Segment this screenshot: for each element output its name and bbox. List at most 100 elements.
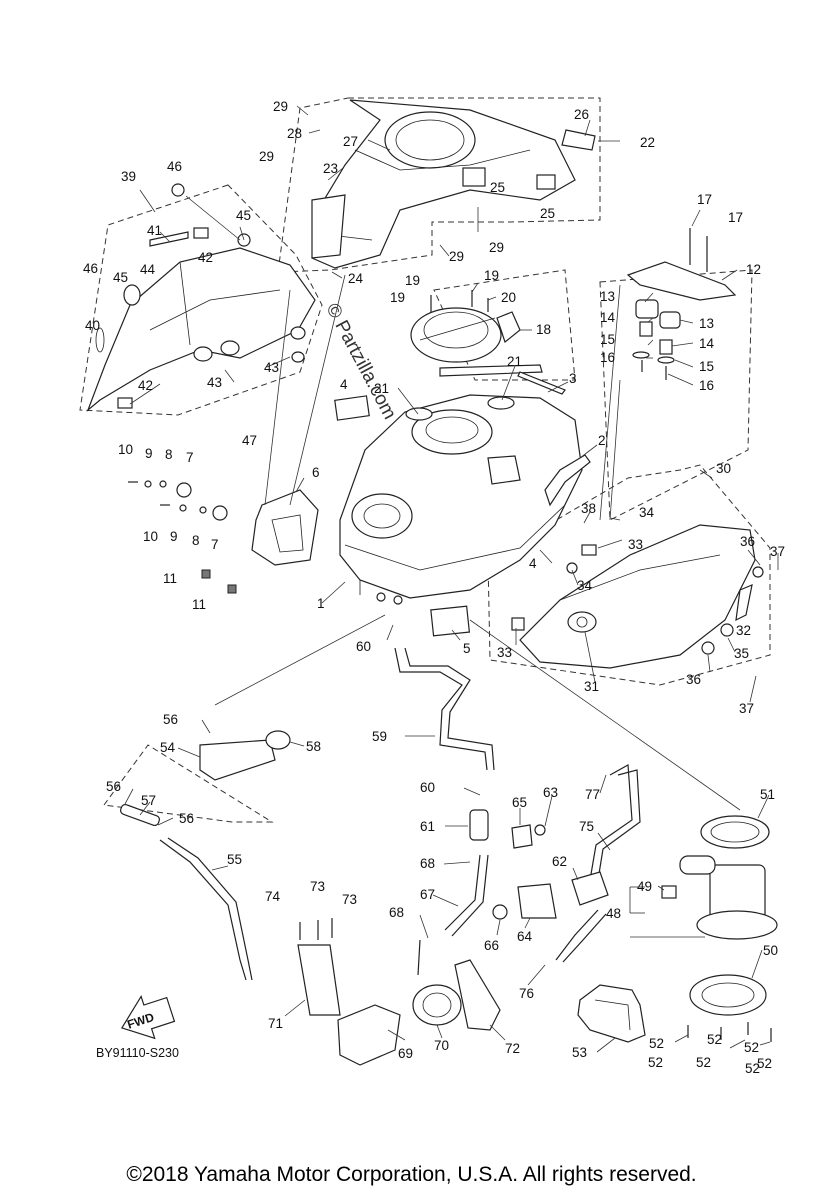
callout-50: 50 bbox=[763, 943, 778, 958]
callout-8: 8 bbox=[192, 533, 200, 548]
callout-31: 31 bbox=[584, 679, 599, 694]
callout-22: 22 bbox=[640, 135, 655, 150]
callout-2: 2 bbox=[598, 433, 606, 448]
callout-60: 60 bbox=[356, 639, 371, 654]
callout-32: 32 bbox=[736, 623, 751, 638]
canister-assembly[interactable] bbox=[297, 918, 501, 1066]
callout-4: 4 bbox=[340, 377, 348, 392]
callout-52: 52 bbox=[649, 1036, 664, 1051]
callout-8: 8 bbox=[165, 447, 173, 462]
valve-parts[interactable] bbox=[119, 730, 609, 920]
callout-41: 41 bbox=[147, 223, 162, 238]
callout-13: 13 bbox=[699, 316, 714, 331]
callout-47: 47 bbox=[242, 433, 257, 448]
callout-36: 36 bbox=[740, 534, 755, 549]
callout-46: 46 bbox=[167, 159, 182, 174]
callout-35: 35 bbox=[734, 646, 749, 661]
callout-68: 68 bbox=[389, 905, 404, 920]
callout-45: 45 bbox=[113, 270, 128, 285]
callout-56: 56 bbox=[179, 811, 194, 826]
callout-69: 69 bbox=[398, 1046, 413, 1061]
callout-55: 55 bbox=[227, 852, 242, 867]
callout-11: 11 bbox=[163, 571, 177, 586]
callout-7: 7 bbox=[211, 537, 219, 552]
callout-21: 21 bbox=[374, 381, 389, 396]
hoses[interactable] bbox=[159, 647, 641, 981]
callout-16: 16 bbox=[699, 378, 714, 393]
callout-58: 58 bbox=[306, 739, 321, 754]
callout-25: 25 bbox=[540, 206, 555, 221]
callout-44: 44 bbox=[140, 262, 156, 277]
callout-36: 36 bbox=[686, 672, 701, 687]
callout-18: 18 bbox=[536, 322, 551, 337]
callout-6: 6 bbox=[312, 465, 320, 480]
callout-59: 59 bbox=[372, 729, 387, 744]
fuel-tank[interactable] bbox=[334, 371, 591, 637]
callout-3: 3 bbox=[569, 371, 577, 386]
bracket-6[interactable] bbox=[128, 480, 319, 594]
callout-29: 29 bbox=[259, 149, 274, 164]
callout-12: 12 bbox=[746, 262, 761, 277]
callout-9: 9 bbox=[170, 529, 178, 544]
callout-62: 62 bbox=[552, 854, 567, 869]
callout-57: 57 bbox=[141, 793, 156, 808]
callout-76: 76 bbox=[519, 986, 534, 1001]
tank-cover-assembly[interactable] bbox=[311, 99, 596, 269]
callout-52: 52 bbox=[757, 1056, 772, 1071]
callout-77: 77 bbox=[585, 787, 600, 802]
callout-19: 19 bbox=[484, 268, 499, 283]
callout-40: 40 bbox=[85, 318, 100, 333]
callout-65: 65 bbox=[512, 795, 527, 810]
callout-38: 38 bbox=[581, 501, 596, 516]
callout-61: 61 bbox=[420, 819, 435, 834]
callout-74: 74 bbox=[265, 889, 281, 904]
callout-10: 10 bbox=[118, 442, 133, 457]
callout-45: 45 bbox=[236, 208, 251, 223]
callout-73: 73 bbox=[342, 892, 357, 907]
callout-24: 24 bbox=[348, 271, 364, 286]
callout-71: 71 bbox=[268, 1016, 283, 1031]
callout-67: 67 bbox=[420, 887, 435, 902]
callout-26: 26 bbox=[574, 107, 589, 122]
fuel-pump-plate[interactable] bbox=[410, 290, 543, 377]
tank-bracket-12[interactable] bbox=[626, 228, 737, 380]
callout-33: 33 bbox=[628, 537, 643, 552]
callout-29: 29 bbox=[449, 249, 464, 264]
callout-72: 72 bbox=[505, 1041, 520, 1056]
callout-56: 56 bbox=[106, 779, 121, 794]
callout-52: 52 bbox=[648, 1055, 663, 1070]
copyright-notice: ©2018 Yamaha Motor Corporation, U.S.A. A… bbox=[126, 1163, 697, 1186]
callout-43: 43 bbox=[207, 375, 222, 390]
callout-46: 46 bbox=[83, 261, 98, 276]
callout-numbers: 29 28 27 26 22 29 23 25 25 46 39 45 41 4… bbox=[83, 99, 785, 1076]
callout-73: 73 bbox=[310, 879, 325, 894]
callout-66: 66 bbox=[484, 938, 499, 953]
callout-42: 42 bbox=[138, 378, 153, 393]
callout-64: 64 bbox=[517, 929, 533, 944]
callout-14: 14 bbox=[699, 336, 715, 351]
callout-19: 19 bbox=[405, 273, 420, 288]
callout-52: 52 bbox=[707, 1032, 722, 1047]
callout-5: 5 bbox=[463, 641, 471, 656]
callout-23: 23 bbox=[323, 161, 338, 176]
callout-14: 14 bbox=[600, 310, 616, 325]
callout-39: 39 bbox=[121, 169, 136, 184]
callout-43: 43 bbox=[264, 360, 279, 375]
callout-16: 16 bbox=[600, 350, 615, 365]
callout-34: 34 bbox=[639, 505, 655, 520]
side-cover-left[interactable] bbox=[86, 183, 316, 412]
seat-30[interactable] bbox=[511, 524, 764, 669]
callout-54: 54 bbox=[160, 740, 176, 755]
callout-56: 56 bbox=[163, 712, 178, 727]
fuel-pump-assembly[interactable] bbox=[577, 815, 778, 1043]
callout-37: 37 bbox=[770, 544, 785, 559]
callout-52: 52 bbox=[745, 1061, 760, 1076]
callout-68: 68 bbox=[420, 856, 435, 871]
diagram-code: BY91110-S230 bbox=[96, 1046, 179, 1060]
callout-17: 17 bbox=[697, 192, 712, 207]
callout-48: 48 bbox=[606, 906, 621, 921]
callout-53: 53 bbox=[572, 1045, 587, 1060]
callout-27: 27 bbox=[343, 134, 358, 149]
